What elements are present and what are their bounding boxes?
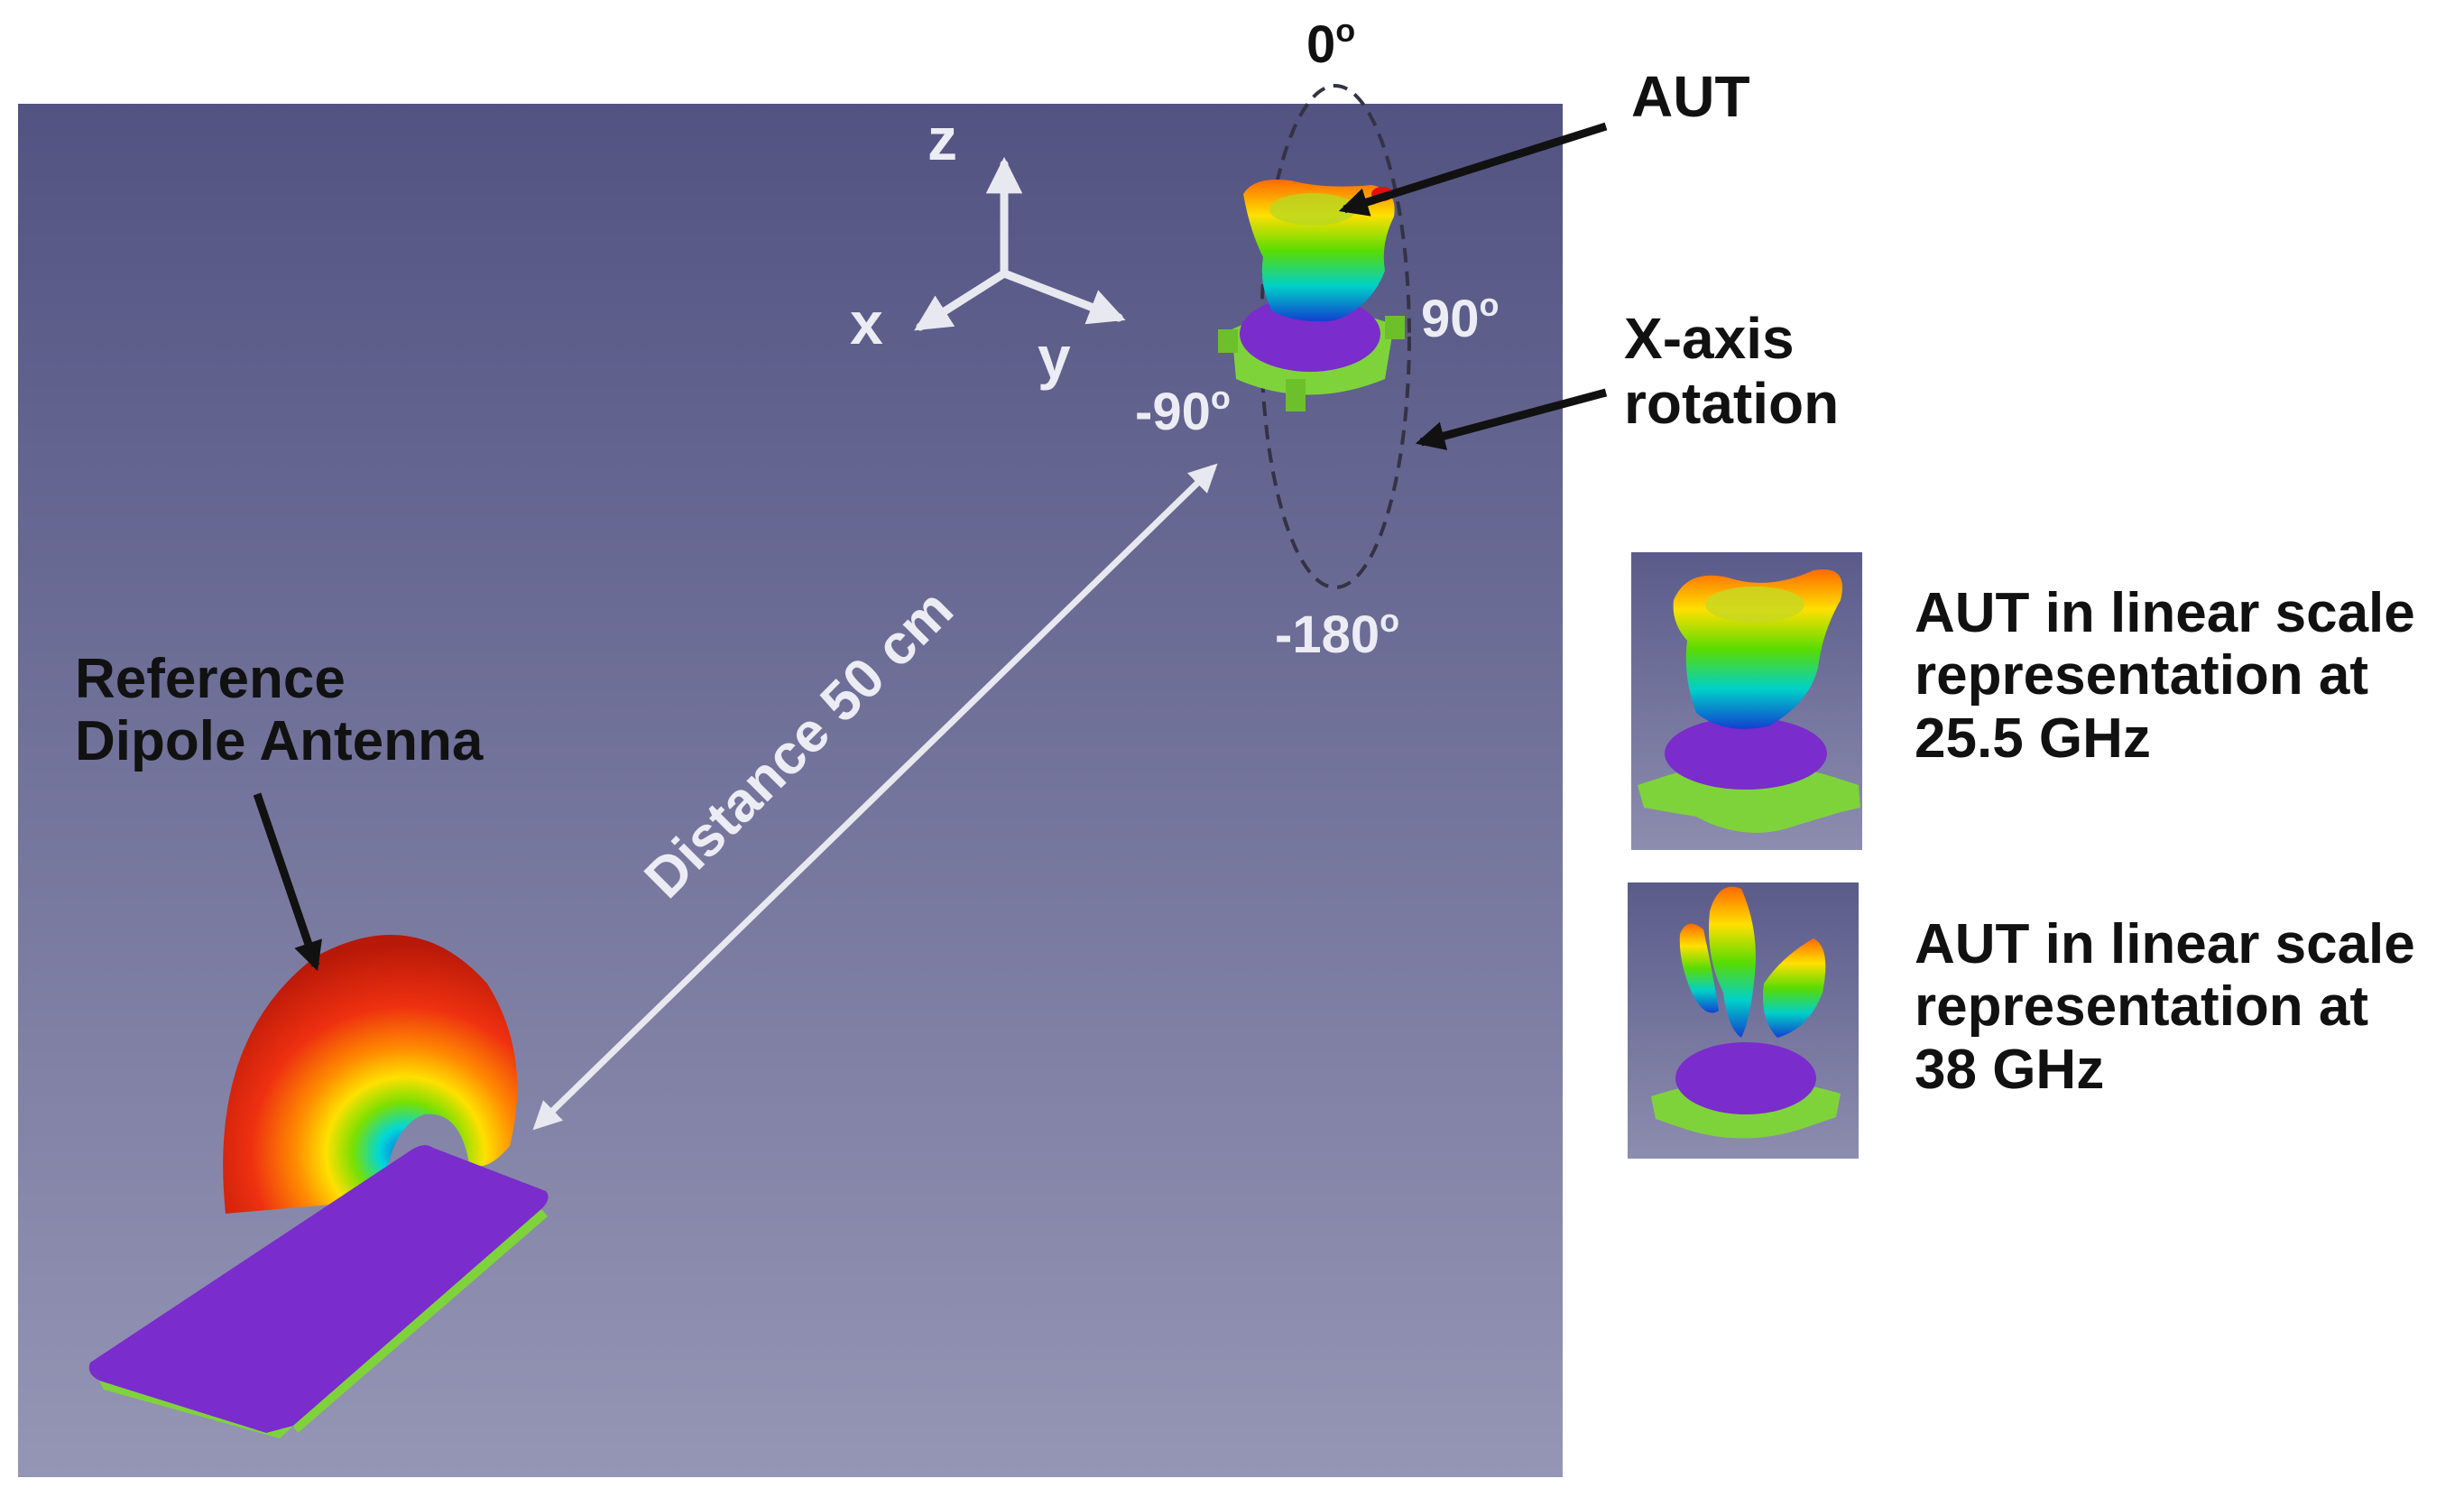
reference-pointer-arrow [253, 792, 322, 972]
inset-caption-38ghz: AUT in linear scale representation at 38… [1915, 913, 2415, 1101]
reference-dipole-label: Reference Dipole Antenna [75, 648, 484, 773]
rotation-pointer-arrow [1415, 388, 1608, 450]
inset-caption-25-5ghz: AUT in linear scale representation at 25… [1915, 582, 2415, 770]
aut-label: AUT [1631, 64, 1750, 129]
x-axis-label: x [850, 290, 883, 356]
inset-25-5ghz [1631, 552, 1862, 850]
z-axis-label: z [927, 106, 957, 172]
aut-pointer-arrow [1338, 122, 1608, 217]
inset-38ghz [1628, 882, 1859, 1159]
dipole-pattern-icon [223, 935, 518, 1214]
phone-board-icon [88, 1145, 549, 1438]
distance-arrow [532, 463, 1218, 1131]
rotation-label: X-axis rotation [1624, 306, 1840, 436]
y-axis-label: y [1038, 324, 1071, 391]
xyz-axes-icon [914, 156, 1126, 331]
